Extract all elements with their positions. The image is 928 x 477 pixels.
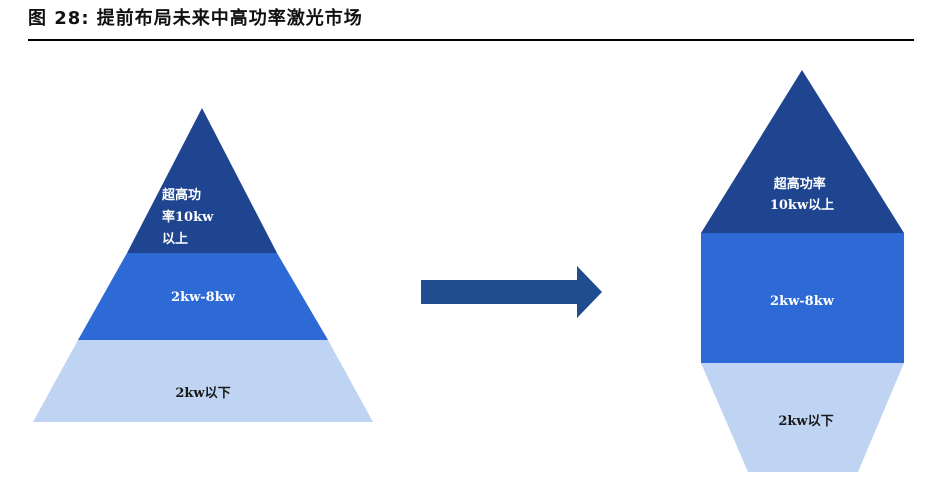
- left-top-label: 超高功 率10kw 以上: [162, 187, 218, 247]
- right-shape: 超高功率 10kw以上 2kw-8kw 2kw以下: [701, 70, 904, 472]
- right-bottom-label: 2kw以下: [778, 414, 833, 429]
- left-middle-label: 2kw-8kw: [171, 290, 236, 305]
- left-tier-top: [127, 108, 277, 253]
- left-top-label-line-1: 超高功: [162, 187, 201, 203]
- title-divider: [28, 39, 914, 41]
- left-tier-bottom: [33, 340, 373, 422]
- right-middle-label: 2kw-8kw: [770, 294, 835, 309]
- left-bottom-label: 2kw以下: [175, 386, 230, 401]
- left-top-label-line-2: 率10kw: [162, 209, 214, 225]
- arrow-right-icon: [421, 266, 602, 318]
- right-tier-top: [701, 70, 904, 233]
- left-pyramid: 超高功 率10kw 以上 2kw-8kw 2kw以下: [33, 108, 373, 422]
- left-tier-middle: [78, 253, 328, 340]
- right-top-label: 超高功率 10kw以上: [770, 176, 834, 213]
- right-top-label-line-2: 10kw以上: [770, 198, 834, 213]
- left-top-label-line-3: 以上: [162, 232, 188, 247]
- right-tier-bottom: [701, 363, 904, 472]
- figure-title: 图 28: 提前布局未来中高功率激光市场: [28, 8, 363, 29]
- right-top-label-line-1: 超高功率: [774, 176, 826, 192]
- right-tier-middle: [701, 233, 904, 363]
